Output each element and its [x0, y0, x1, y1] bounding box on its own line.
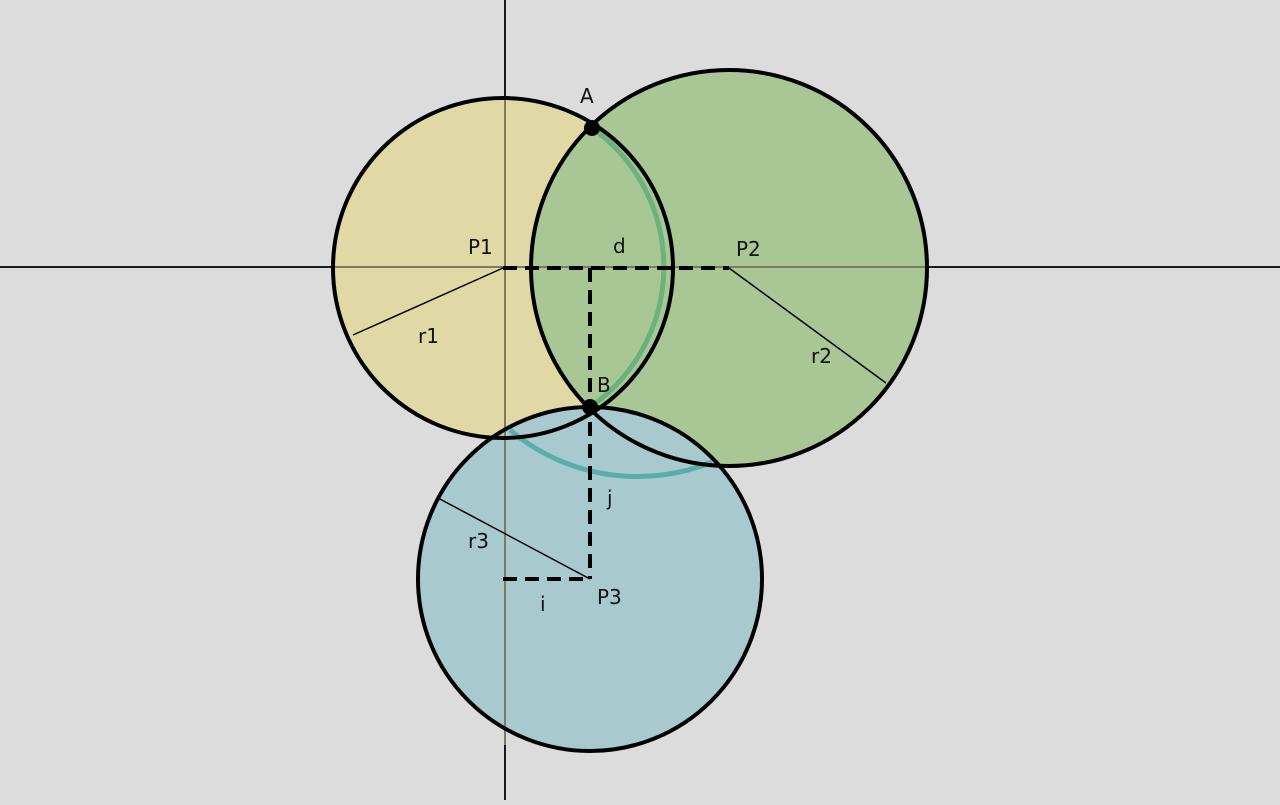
radius-r1-line [352, 267, 504, 336]
radius-r3-label: r3 [468, 529, 489, 553]
distance-i-label: i [540, 592, 546, 616]
point-b-dot [582, 399, 598, 415]
distance-j-label: j [606, 486, 613, 510]
radius-r1-label: r1 [418, 324, 439, 348]
center-p2-label: P2 [736, 237, 761, 261]
point-a-dot [584, 120, 600, 136]
point-b-label: B [597, 373, 611, 397]
center-p3-label: P3 [597, 585, 622, 609]
center-p1-label: P1 [468, 235, 493, 259]
distance-d-label: d [613, 234, 626, 258]
point-a-label: A [580, 84, 594, 108]
circle-1-outline [331, 96, 675, 440]
radius-r2-line [728, 267, 887, 384]
arc-highlight-teal [508, 428, 713, 480]
radius-r2-label: r2 [811, 344, 832, 368]
radius-r3-line [437, 497, 591, 580]
